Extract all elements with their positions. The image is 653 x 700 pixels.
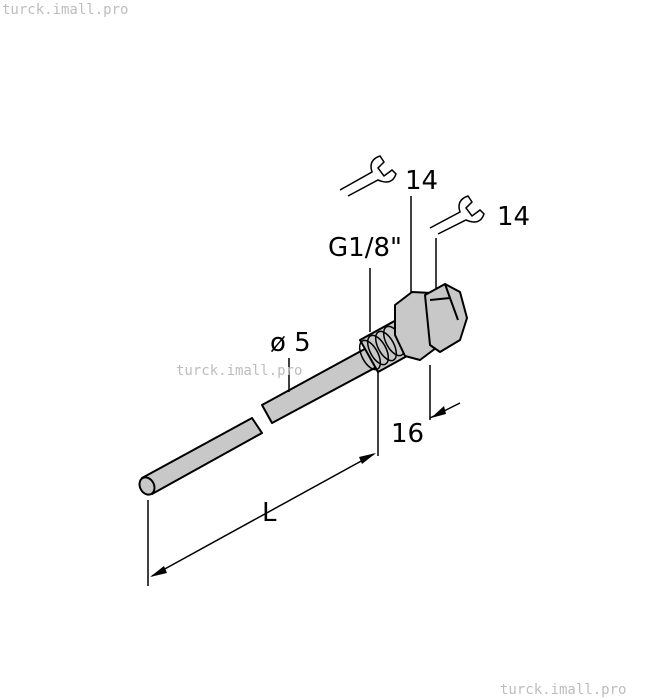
arrowheads <box>150 406 446 577</box>
wrench-size-label-1: 14 <box>405 166 439 196</box>
wrench-size-label-2: 14 <box>497 202 531 232</box>
length-L-label: L <box>262 498 277 528</box>
watermark: turck.imall.pro <box>2 2 129 18</box>
dimension-lines <box>147 155 485 586</box>
length-16-label: 16 <box>391 419 425 449</box>
wrench-icon <box>339 155 397 197</box>
watermark: turck.imall.pro <box>500 682 627 698</box>
thread-label: G1/8" <box>328 233 402 263</box>
diameter-label: ø 5 <box>270 328 311 358</box>
wrench-icon <box>429 195 485 235</box>
hex-nut-2 <box>424 283 468 353</box>
rod-lower <box>141 417 263 495</box>
watermark: turck.imall.pro <box>176 363 303 379</box>
rod-tip <box>138 476 156 496</box>
